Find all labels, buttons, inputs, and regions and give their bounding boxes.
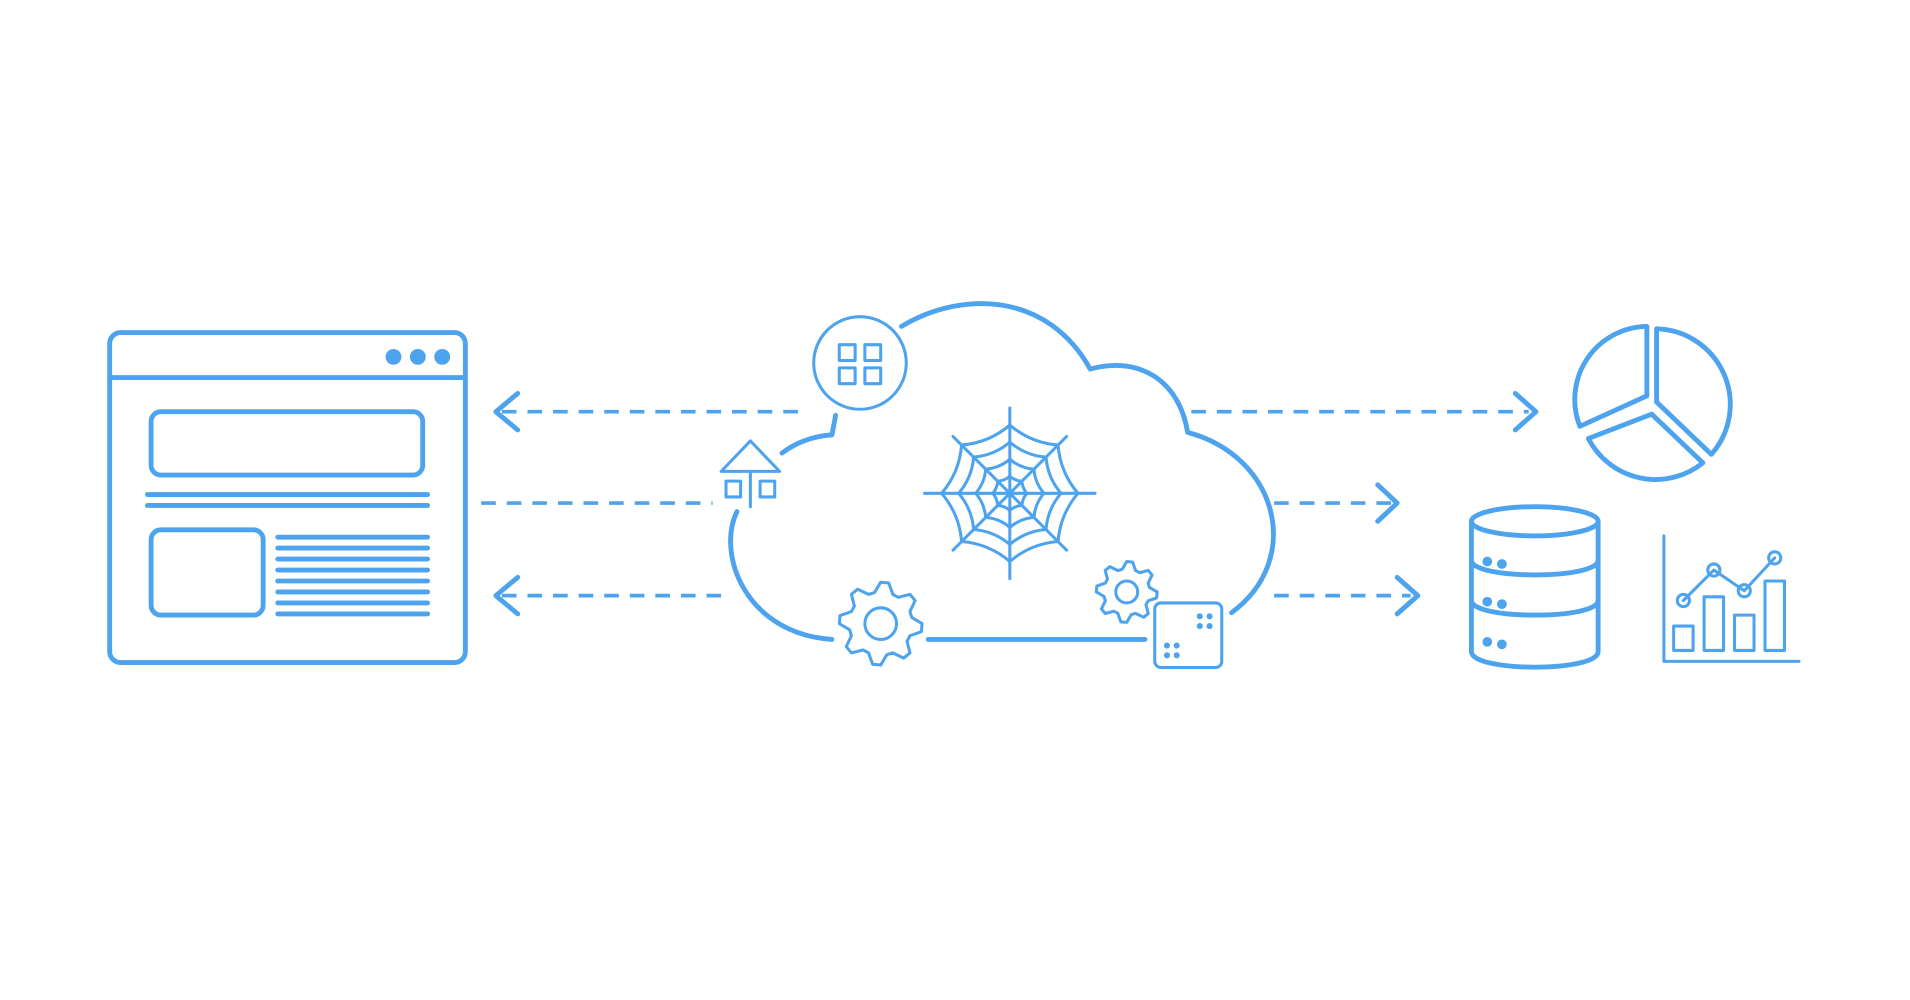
pie-slice-bottom <box>1585 411 1706 482</box>
gear-icon <box>837 580 924 667</box>
connector-bottom-right <box>1274 574 1421 617</box>
connector-bottom-left <box>493 574 731 617</box>
chip-box-icon <box>1153 601 1224 670</box>
web-ring <box>991 474 1029 512</box>
search-bar-shape <box>148 409 426 478</box>
connector-middle-right <box>1274 482 1400 524</box>
spider-web-icon <box>923 406 1097 581</box>
connector-top-right <box>1191 390 1539 433</box>
app-grid-icon <box>812 315 908 411</box>
house-network-icon <box>719 439 782 509</box>
image-placeholder-shape <box>148 527 266 618</box>
text-lines <box>275 534 431 617</box>
web-ring <box>940 423 1080 564</box>
browser-window-icon <box>107 330 468 666</box>
small-gear-icon <box>1094 559 1159 624</box>
web-ring <box>957 440 1063 546</box>
web-ring <box>974 457 1046 529</box>
pie-chart-icon <box>1572 323 1733 482</box>
bar-line-chart-icon <box>1662 534 1801 663</box>
database-icon <box>1469 504 1601 670</box>
pie-slice-left <box>1572 323 1650 429</box>
connector-top-left <box>493 390 798 433</box>
cloud-icon <box>728 301 1276 642</box>
